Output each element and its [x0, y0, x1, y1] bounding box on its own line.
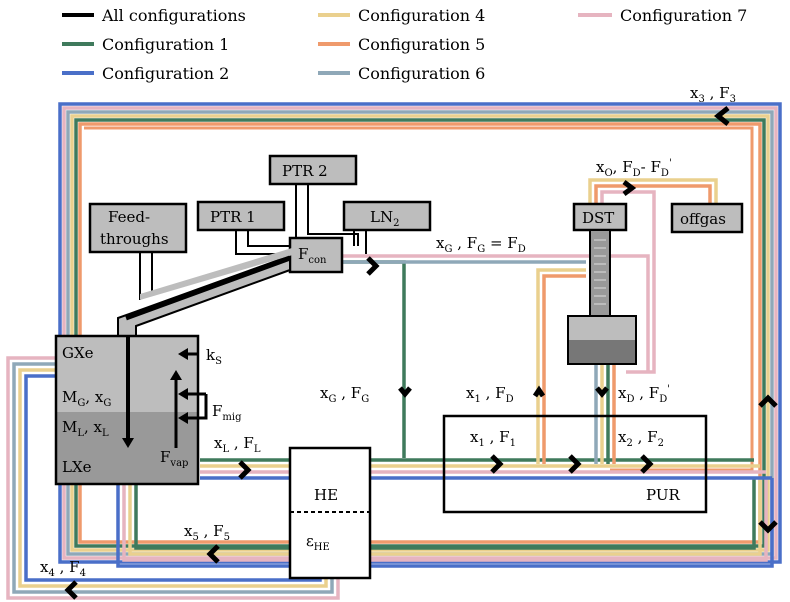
label-xd-fdp: xD , FD'	[618, 384, 670, 405]
cryostat: GXe MG, xG ML, xL LXe	[54, 334, 208, 486]
fcon-label: Fcon	[298, 245, 327, 266]
ks-label: kS	[206, 346, 222, 367]
legend-label-config-5: Configuration 5	[358, 35, 485, 54]
arrow-x5	[206, 544, 220, 564]
fvap-label: Fvap	[160, 448, 188, 469]
gas-line	[340, 254, 650, 464]
label-x4-f4: x4 , F4	[40, 558, 86, 579]
arrow-x3	[713, 106, 730, 126]
arrow-xd	[595, 386, 609, 398]
arrow-mid	[568, 454, 582, 474]
ptr2-label: PTR 2	[282, 162, 328, 180]
arrow-xo	[622, 180, 637, 196]
legend-label-config-7: Configuration 7	[620, 6, 747, 25]
ml-label: ML, xL	[62, 418, 109, 439]
purifier-label: PUR	[646, 486, 680, 504]
arrow-fcon	[366, 256, 380, 276]
arrow-right-down	[758, 520, 778, 534]
arrow-xl	[238, 460, 252, 480]
label-x5-f5: x5 , F5	[184, 522, 230, 543]
mg-label: MG, xG	[62, 388, 111, 409]
legend-label-config-1: Configuration 1	[102, 35, 229, 54]
heat-exchanger: HE εHE	[288, 446, 372, 580]
arrow-right-up	[758, 394, 778, 408]
ptr1-box	[196, 200, 286, 232]
label-xg-fg-fd: xG , FG = FD	[436, 234, 526, 255]
label-xl-fl: xL , FL	[214, 434, 261, 455]
label-x1-f1: x1 , F1	[470, 428, 516, 449]
arrow-x1-up	[532, 385, 546, 398]
distillation-column: DST	[567, 202, 637, 365]
ln2-box	[342, 200, 432, 232]
ptr1-label: PTR 1	[210, 208, 256, 226]
he-label: HE	[314, 486, 338, 504]
feedthroughs-box	[88, 202, 188, 254]
legend: All configurations Configuration 1 Confi…	[62, 6, 747, 83]
arrow-x2	[640, 454, 654, 474]
lxe-label: LXe	[62, 458, 92, 476]
dst-lines	[588, 178, 718, 464]
condenser: Fcon	[117, 236, 344, 337]
label-x2-f2: x2 , F2	[618, 428, 664, 449]
label-xo-fd: xO, FD- FD'	[596, 158, 672, 179]
offgas-label: offgas	[680, 210, 726, 228]
return-loop-bottom	[116, 478, 774, 568]
outer-loop-bundle	[58, 102, 782, 564]
offgas-box	[670, 202, 744, 234]
legend-label-config-2: Configuration 2	[102, 64, 229, 83]
label-xg-fg: xG , FG	[320, 384, 369, 405]
arrow-xg	[398, 386, 412, 398]
legend-label-all: All configurations	[101, 6, 246, 25]
eps-he-label: εHE	[306, 532, 330, 553]
legend-label-config-6: Configuration 6	[358, 64, 485, 83]
feedthroughs-label-1: Feed-	[108, 208, 150, 226]
arrow-x4	[64, 580, 78, 600]
fmig-label: Fmig	[212, 402, 242, 423]
ptr2-box	[268, 154, 358, 186]
feedthroughs-label-2: throughs	[100, 230, 169, 248]
dst-label: DST	[582, 209, 614, 227]
config5-inner-path	[84, 126, 754, 472]
gxe-label: GXe	[62, 344, 94, 362]
legend-label-config-4: Configuration 4	[358, 6, 485, 25]
ln2-label: LN2	[370, 208, 399, 229]
label-x3-f3: x3 , F3	[690, 84, 736, 105]
flow-arrows	[64, 106, 778, 600]
purifier-box	[442, 414, 708, 514]
label-x1-fd: x1 , FD	[466, 384, 514, 405]
arrow-x1	[490, 454, 504, 474]
